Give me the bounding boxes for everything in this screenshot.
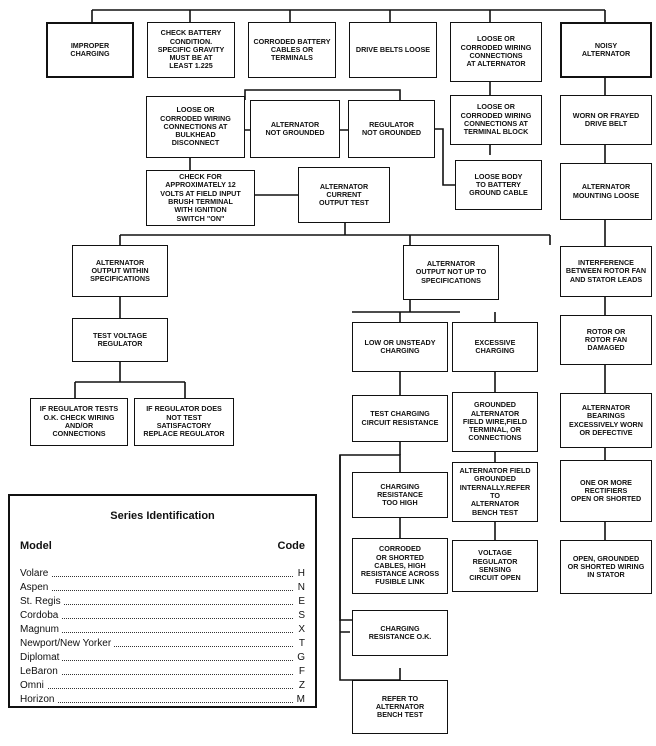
alternator-field-grounded-internally-box: ALTERNATOR FIELD GROUNDED INTERNALLY.REF… — [452, 462, 538, 522]
loose-body-ground-cable-box: LOOSE BODY TO BATTERY GROUND CABLE — [455, 160, 542, 210]
loose-wiring-bulkhead-box: LOOSE OR CORRODED WIRING CONNECTIONS AT … — [146, 96, 245, 158]
loose-wiring-alternator-box: LOOSE OR CORRODED WIRING CONNECTIONS AT … — [450, 22, 542, 82]
regulator-not-satisfactory-box: IF REGULATOR DOES NOT TEST SATISFACTORY … — [134, 398, 234, 446]
bearings-worn-box: ALTERNATOR BEARINGS EXCESSIVELY WORN OR … — [560, 393, 652, 448]
alternator-current-output-test-box: ALTERNATOR CURRENT OUTPUT TEST — [298, 167, 390, 223]
mounting-loose-box: ALTERNATOR MOUNTING LOOSE — [560, 163, 652, 220]
test-voltage-regulator-box: TEST VOLTAGE REGULATOR — [72, 318, 168, 362]
noisy-alternator-box: NOISY ALTERNATOR — [560, 22, 652, 78]
worn-drive-belt-box: WORN OR FRAYED DRIVE BELT — [560, 95, 652, 145]
corroded-or-shorted-cables-box: CORRODED OR SHORTED CABLES, HIGH RESISTA… — [352, 538, 448, 594]
alternator-not-grounded-box: ALTERNATOR NOT GROUNDED — [250, 100, 340, 158]
stator-wiring-box: OPEN, GROUNDED OR SHORTED WIRING IN STAT… — [560, 540, 652, 594]
refer-to-bench-test-box: REFER TO ALTERNATOR BENCH TEST — [352, 680, 448, 734]
voltage-regulator-sensing-open-box: VOLTAGE REGULATOR SENSING CIRCUIT OPEN — [452, 540, 538, 592]
charging-resistance-ok-box: CHARGING RESISTANCE O.K. — [352, 610, 448, 656]
code-header: Code — [277, 540, 306, 552]
regulator-not-grounded-box: REGULATOR NOT GROUNDED — [348, 100, 435, 158]
check-battery-box: CHECK BATTERY CONDITION. SPECIFIC GRAVIT… — [147, 22, 235, 78]
charging-resistance-too-high-box: CHARGING RESISTANCE TOO HIGH — [352, 472, 448, 518]
grounded-alternator-field-wire-box: GROUNDED ALTERNATOR FIELD WIRE,FIELD TER… — [452, 392, 538, 452]
check-12-volts-box: CHECK FOR APPROXIMATELY 12 VOLTS AT FIEL… — [146, 170, 255, 226]
output-not-up-to-specs-box: ALTERNATOR OUTPUT NOT UP TO SPECIFICATIO… — [403, 245, 499, 300]
corroded-battery-cables-box: CORRODED BATTERY CABLES OR TERMINALS — [248, 22, 336, 78]
low-or-unsteady-charging-box: LOW OR UNSTEADY CHARGING — [352, 322, 448, 372]
rotor-fan-damaged-box: ROTOR OR ROTOR FAN DAMAGED — [560, 315, 652, 365]
improper-charging-box: IMPROPER CHARGING — [46, 22, 134, 78]
loose-wiring-terminal-block-box: LOOSE OR CORRODED WIRING CONNECTIONS AT … — [450, 95, 542, 145]
rectifiers-open-shorted-box: ONE OR MORE RECTIFIERS OPEN OR SHORTED — [560, 460, 652, 522]
output-within-specs-box: ALTERNATOR OUTPUT WITHIN SPECIFICATIONS — [72, 245, 168, 297]
test-charging-circuit-resistance-box: TEST CHARGING CIRCUIT RESISTANCE — [352, 395, 448, 442]
excessive-charging-box: EXCESSIVE CHARGING — [452, 322, 538, 372]
interference-rotor-fan-box: INTERFERENCE BETWEEN ROTOR FAN AND STATO… — [560, 246, 652, 297]
model-header: Model — [20, 540, 52, 552]
drive-belts-loose-box: DRIVE BELTS LOOSE — [349, 22, 437, 78]
regulator-tests-ok-box: IF REGULATOR TESTS O.K. CHECK WIRING AND… — [30, 398, 128, 446]
series-title: Series Identification — [110, 510, 215, 522]
